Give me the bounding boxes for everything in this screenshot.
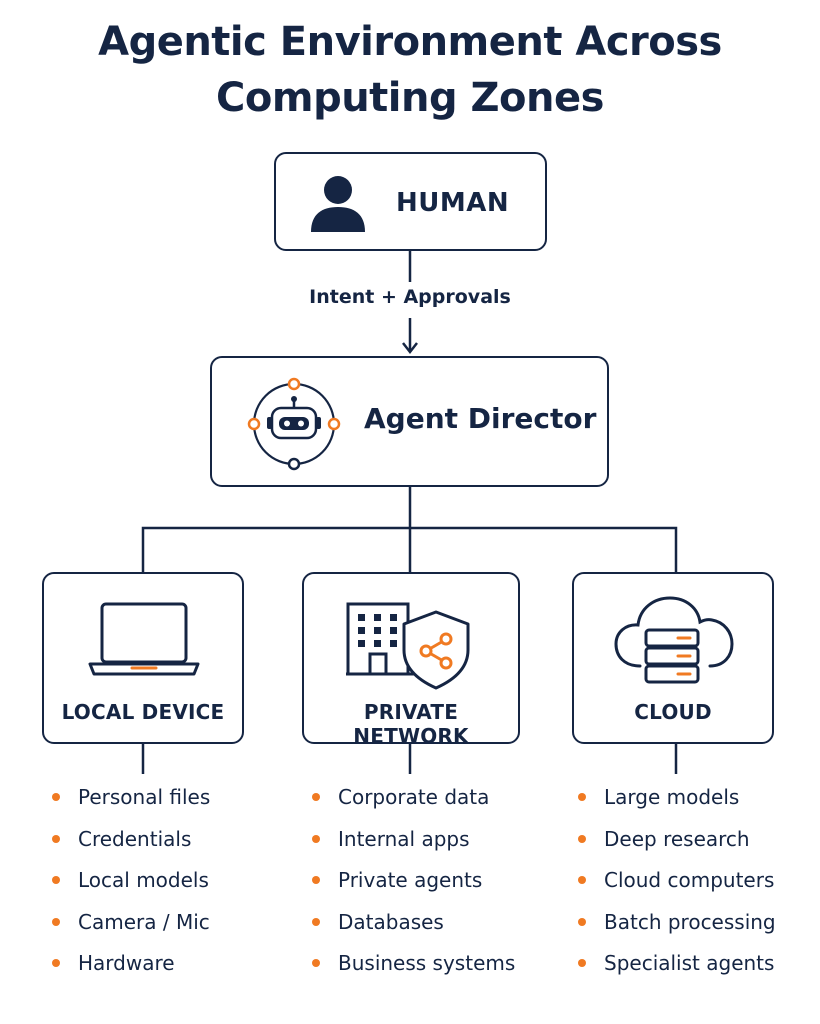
bullet-dot-icon: [312, 834, 320, 843]
zone-label: CLOUD: [634, 700, 712, 724]
bullet-dot-icon: [52, 876, 60, 884]
item-text: Personal files: [78, 785, 211, 809]
bullet-dot-icon: [578, 834, 586, 843]
item-text: Hardware: [78, 951, 175, 975]
bullet-dot-icon: [312, 917, 320, 926]
laptop-icon: [88, 602, 200, 676]
item-text: Large models: [604, 785, 740, 809]
bullet-dot-icon: [312, 793, 320, 801]
item-text: Credentials: [78, 826, 192, 851]
flow-label: Intent + Approvals: [309, 286, 511, 308]
bullet-dot-icon: [578, 793, 586, 801]
list-item: Large models: [576, 782, 776, 824]
list-item: Internal apps: [310, 824, 515, 866]
human-box: HUMAN: [274, 152, 547, 251]
bullet-dot-icon: [52, 793, 60, 801]
zone-cloud: CLOUD: [572, 572, 774, 744]
list-item: Specialist agents: [576, 948, 776, 990]
bullet-dot-icon: [52, 917, 60, 926]
robot-orbit-icon: [247, 377, 341, 471]
bullet-dot-icon: [52, 959, 60, 967]
list-item: Camera / Mic: [50, 907, 210, 949]
item-text: Private agents: [338, 868, 483, 892]
bullet-dot-icon: [312, 959, 320, 967]
list-item: Private agents: [310, 865, 515, 907]
item-text: Corporate data: [338, 785, 490, 809]
list-item: Databases: [310, 907, 515, 949]
bullet-dot-icon: [578, 917, 586, 926]
list-item: Hardware: [50, 948, 210, 990]
agent-director-box: Agent Director: [210, 356, 609, 487]
item-text: Internal apps: [338, 826, 470, 851]
item-text: Local models: [78, 868, 209, 892]
list-item: Local models: [50, 865, 210, 907]
zone-label: LOCAL DEVICE: [61, 700, 225, 724]
list-item: Personal files: [50, 782, 210, 824]
item-text: Cloud computers: [604, 868, 775, 892]
zone-local-device: LOCAL DEVICE: [42, 572, 244, 744]
item-text: Deep research: [604, 826, 750, 851]
building-shield-icon: [346, 602, 470, 690]
list-item: Deep research: [576, 824, 776, 866]
title-line-2: Computing Zones: [216, 75, 604, 121]
list-item: Cloud computers: [576, 865, 776, 907]
item-text: Business systems: [338, 951, 516, 975]
item-text: Batch processing: [604, 909, 776, 934]
item-text: Camera / Mic: [78, 909, 210, 934]
cloud-server-icon: [614, 596, 734, 684]
human-label: HUMAN: [396, 188, 510, 218]
list-item: Business systems: [310, 948, 515, 990]
list-item: Credentials: [50, 824, 210, 866]
zone-label: PRIVATE NETWORK: [353, 700, 469, 748]
list-item: Batch processing: [576, 907, 776, 949]
zone-private-network: PRIVATE NETWORK: [302, 572, 520, 748]
private-network-items: Corporate data Internal apps Private age…: [310, 782, 515, 990]
agent-director-label: Agent Director: [364, 402, 597, 435]
bullet-dot-icon: [312, 876, 320, 884]
local-device-items: Personal files Credentials Local models …: [50, 782, 210, 990]
list-item: Corporate data: [310, 782, 515, 824]
title-line-1: Agentic Environment Across: [98, 19, 722, 65]
arrowhead-icon: [402, 342, 418, 355]
diagram-title: Agentic Environment Across Computing Zon…: [0, 14, 820, 126]
person-icon: [311, 176, 365, 232]
item-text: Specialist agents: [604, 951, 775, 975]
bullet-dot-icon: [52, 834, 60, 843]
bullet-dot-icon: [578, 959, 586, 967]
cloud-items: Large models Deep research Cloud compute…: [576, 782, 776, 990]
item-text: Databases: [338, 909, 444, 934]
bullet-dot-icon: [578, 876, 586, 884]
